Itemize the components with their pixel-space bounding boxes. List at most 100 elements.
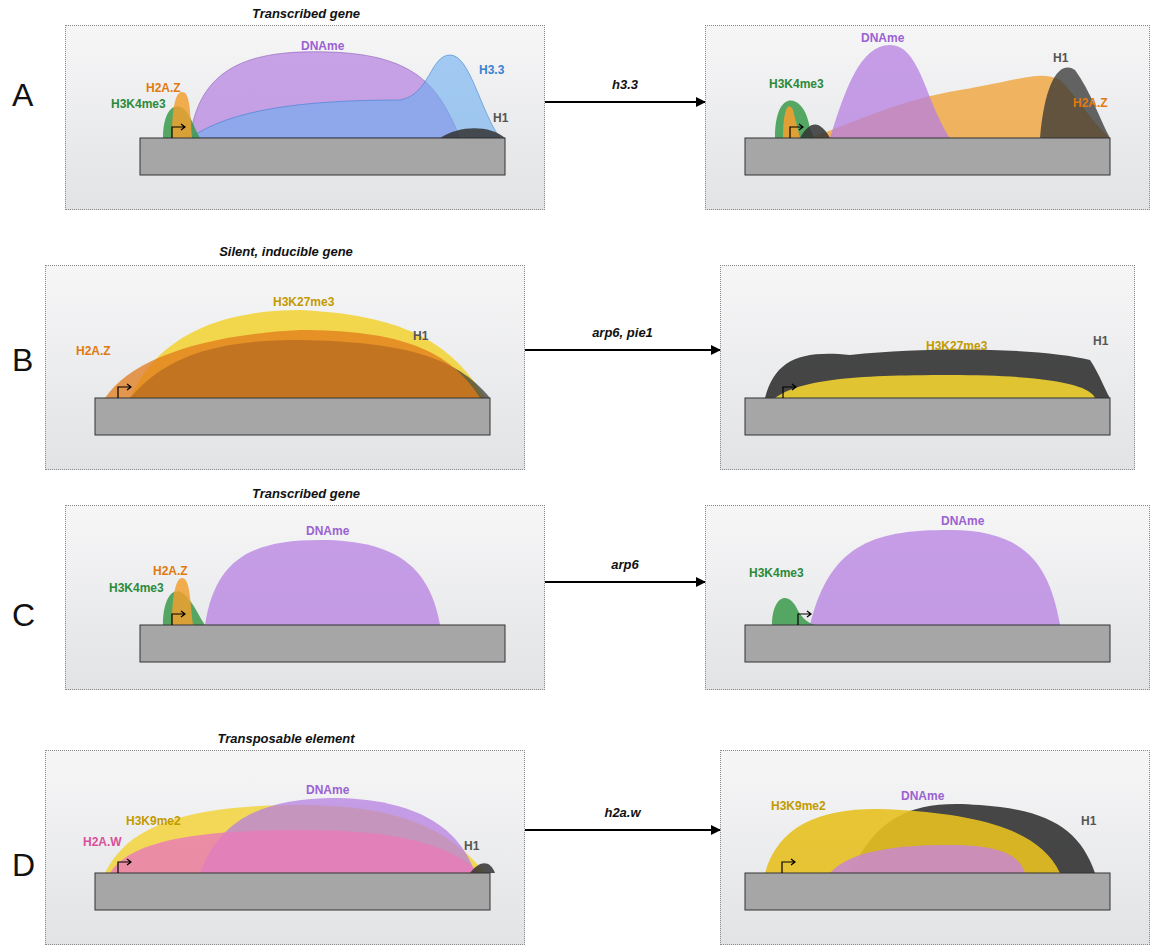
mark-label: H1 [413, 329, 428, 343]
track-shape [205, 540, 440, 625]
mutant-label: arp6, pie1 [590, 325, 655, 340]
mark-label: H3K4me3 [109, 581, 164, 595]
mark-label: DNAme [306, 524, 349, 538]
track-shape [140, 138, 505, 175]
track-shape [45, 265, 525, 470]
track-shape [765, 350, 1110, 398]
track-shape [140, 625, 505, 662]
chromatin-profile [105, 798, 495, 873]
track-shape [798, 611, 811, 625]
track-shape [65, 505, 545, 690]
mark-label: H2A.Z [76, 344, 111, 358]
track-shape [830, 45, 950, 138]
track-shape [172, 92, 192, 138]
track-shape [118, 384, 131, 398]
track-shape [765, 809, 1060, 873]
mark-label: H1 [1093, 334, 1108, 348]
mark-label: H3K27me3 [926, 339, 987, 353]
chromatin-profile [163, 540, 440, 625]
chromatin-panel: Silent, inducible geneH2A.ZH3K27me3H1 [45, 265, 525, 470]
track-shape [790, 124, 803, 138]
chromatin-panel: Transposable elementH3K9me2H2A.WDNAmeH1 [45, 750, 525, 945]
mark-label: DNAme [861, 31, 904, 45]
chromatin-profile [775, 45, 1110, 138]
track-shape [105, 330, 480, 398]
mutant-arrow [525, 829, 720, 831]
mark-label: H3K9me2 [771, 799, 826, 813]
chromatin-panel: Transcribed geneH2A.ZH3K4me3DNAmeH3.3H1 [65, 25, 545, 210]
mark-label: H2A.Z [146, 81, 181, 95]
panel-letter: A [12, 78, 33, 112]
mark-label: H1 [1053, 51, 1068, 65]
track-shape [800, 125, 830, 139]
mark-label: DNAme [901, 789, 944, 803]
mark-label: H1 [1081, 814, 1096, 828]
track-shape [705, 25, 1150, 210]
mutant-arrow [525, 349, 720, 351]
mark-label: H3K4me3 [769, 77, 824, 91]
track-shape [65, 25, 545, 210]
mark-label: H3K9me2 [126, 814, 181, 828]
panel-letter: B [12, 343, 33, 377]
panel-letter: C [12, 598, 35, 632]
panel-grounds [45, 25, 1150, 945]
mark-label: H2A.W [83, 835, 122, 849]
mutant-label: h3.3 [610, 77, 640, 92]
chromatin-profile [765, 804, 1095, 873]
track-shape [172, 124, 185, 138]
track-shape [772, 598, 815, 625]
chromatin-profile [163, 52, 505, 138]
track-shape [775, 375, 1095, 398]
track-shape [810, 530, 1060, 625]
track-shape [705, 505, 1150, 690]
mutant-label: arp6 [609, 557, 640, 572]
track-shape [745, 398, 1110, 435]
track-shape [830, 845, 1025, 873]
panel-title: Transcribed gene [252, 7, 360, 21]
track-shape [745, 873, 1110, 910]
mark-label: DNAme [306, 783, 349, 797]
track-shape [172, 578, 193, 625]
promoter-arrows [118, 124, 811, 873]
chromatin-profile [765, 350, 1110, 398]
track-shape [95, 873, 490, 910]
mark-label: H1 [464, 839, 479, 853]
mark-label: DNAme [301, 39, 344, 53]
chromatin-panel: H3K27me3 H1 [720, 265, 1135, 470]
mark-label: H3K4me3 [111, 97, 166, 111]
track-shape [782, 859, 795, 873]
mark-label: DNAme [941, 514, 984, 528]
track-shape [783, 106, 800, 138]
panel-title: Transcribed gene [252, 487, 360, 501]
mark-label: H3K27me3 [273, 295, 334, 309]
track-shape [720, 265, 1135, 470]
mutant-label: h2a.w [602, 805, 642, 820]
track-shape [45, 750, 525, 945]
track-shape [95, 398, 490, 435]
chromatin-profile [772, 530, 1060, 625]
track-shape [118, 859, 131, 873]
chromatin-panel: H3K9me2 DNAmeH1 [720, 750, 1150, 945]
mutant-arrow [545, 101, 705, 103]
panel-title: Transposable element [217, 732, 354, 746]
chromatin-profile [105, 310, 490, 398]
track-shape [440, 128, 505, 138]
mutant-arrow [545, 581, 705, 583]
track-shape [110, 830, 480, 873]
track-shape [745, 625, 1110, 662]
mark-label: H3.3 [479, 63, 504, 77]
panel-title: Silent, inducible gene [219, 245, 353, 259]
track-shape [745, 138, 1110, 175]
gene-bars [95, 138, 1110, 910]
chromatin-panel: H3K4me3 DNAmeH1H2A.Z [705, 25, 1150, 210]
track-shape [470, 863, 495, 873]
mark-label: H2A.Z [1073, 96, 1108, 110]
track-shape [1040, 68, 1110, 138]
track-shape [783, 384, 796, 398]
chromatin-panel: Transcribed geneH2A.ZH3K4me3DNAme [65, 505, 545, 690]
mark-label: H3K4me3 [749, 566, 804, 580]
track-shape [190, 55, 500, 138]
mark-label: H1 [493, 111, 508, 125]
